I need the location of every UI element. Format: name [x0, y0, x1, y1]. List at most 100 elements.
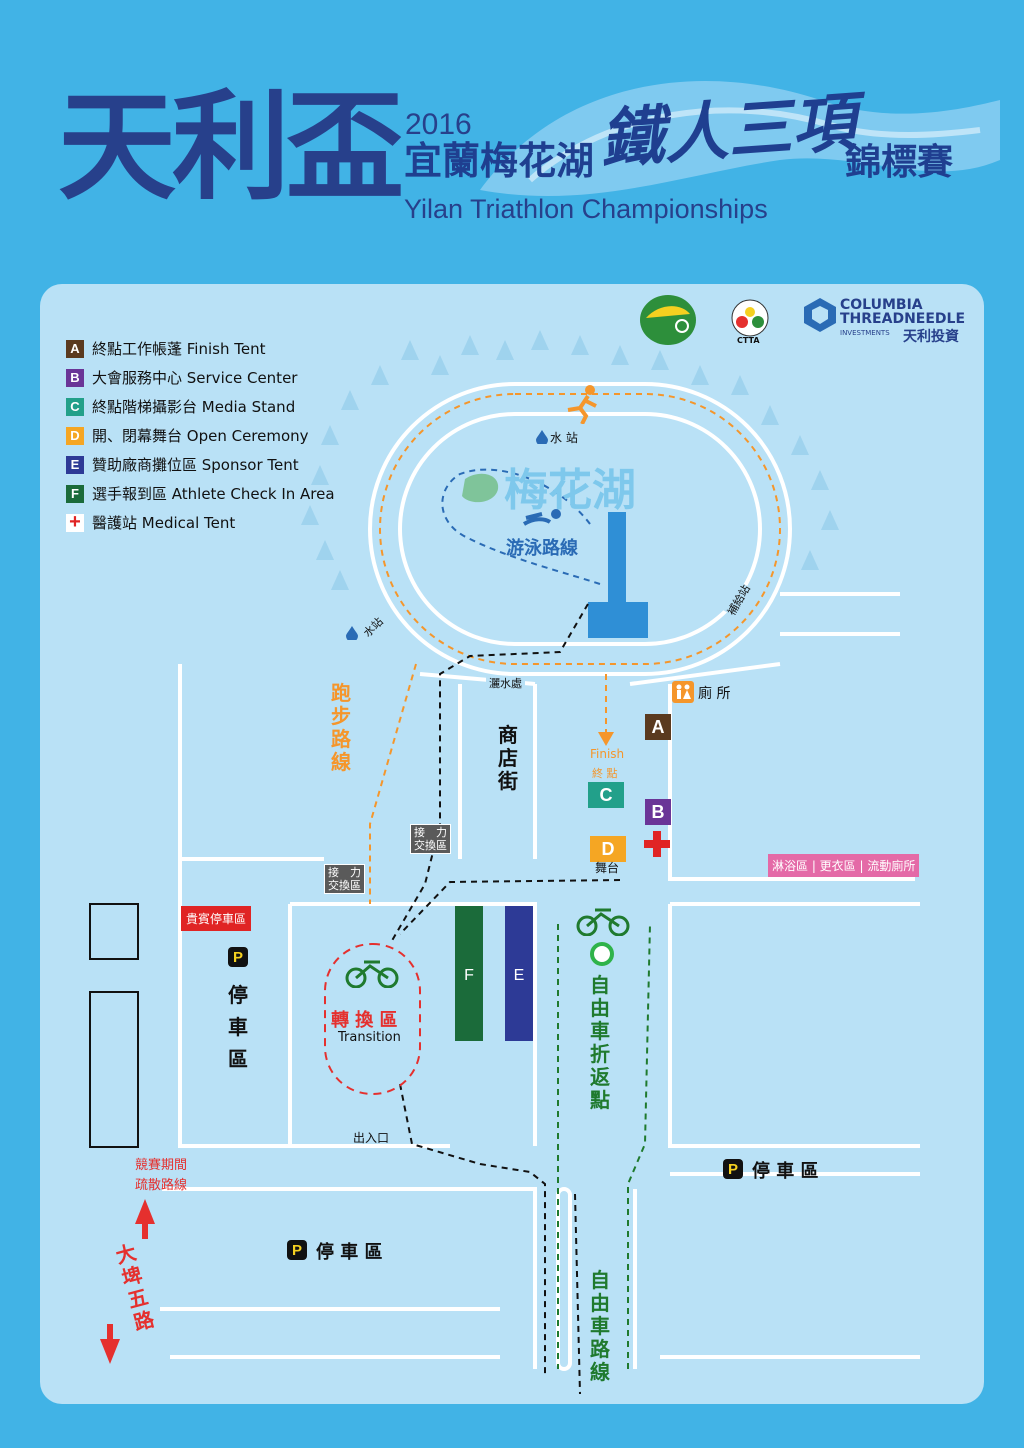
parking-icon-bottom: P	[287, 1240, 307, 1260]
legend-key: C	[66, 397, 84, 416]
entry-exit-label: 出入口	[353, 1131, 390, 1145]
evac-arrow-up	[135, 1199, 155, 1239]
tree-icon	[791, 435, 809, 455]
building-1	[89, 903, 139, 960]
tree-icon	[801, 550, 819, 570]
medical-cross-icon	[644, 831, 670, 857]
legend-label: 開、閉幕舞台 Open Ceremony	[92, 427, 309, 445]
handover-box-1: 接 力 交換區	[410, 824, 451, 854]
wave-graphic	[480, 80, 1000, 197]
vertical-char: 路	[331, 727, 351, 751]
tent-e	[505, 906, 533, 1041]
tree-pattern	[301, 330, 839, 590]
vertical-char: 車	[228, 1015, 248, 1039]
building-2	[89, 991, 139, 1148]
sprinkler-label: 灑水處	[486, 676, 525, 691]
legend-label: 選手報到區 Athlete Check In Area	[92, 485, 335, 503]
tree-icon	[401, 340, 419, 360]
vertical-char: 線	[331, 750, 351, 774]
tree-icon	[571, 335, 589, 355]
vertical-char: 路	[590, 1337, 610, 1361]
ctta-logo-icon	[731, 299, 769, 337]
columbia-name-zh: 天利投資	[903, 329, 959, 345]
vertical-char: 跑	[331, 681, 351, 705]
shower-label: 淋浴區 | 更衣區 | 流動廁所	[768, 854, 920, 877]
vertical-char: 車	[590, 1019, 610, 1043]
tree-icon	[331, 570, 349, 590]
tree-icon	[321, 425, 339, 445]
swim-route-label: 游泳路線	[506, 538, 578, 559]
vertical-char: 區	[228, 1047, 248, 1071]
bike-turn-point	[590, 942, 614, 966]
swim-route-line	[441, 468, 601, 585]
lake-road-outer	[368, 382, 792, 676]
lake-island	[462, 473, 499, 503]
parking-left-label: 停車區	[223, 979, 253, 1075]
tree-icon	[531, 330, 549, 350]
stage-label: 舞台	[595, 861, 620, 875]
legend-key: B	[66, 368, 84, 387]
vertical-char: 車	[590, 1314, 610, 1338]
tent-e-label: E	[514, 967, 525, 984]
header: 天利盃 2016 宜蘭梅花湖 鐵人三項 錦標賽 Yilan Triathlon …	[0, 0, 1024, 280]
swimmer-icon	[522, 509, 561, 526]
parking-right-label: 停 車 區	[752, 1161, 819, 1182]
yilan-logo-icon	[640, 295, 696, 345]
run-route-label: 跑步路線	[326, 682, 356, 774]
road-network	[160, 382, 920, 1371]
vertical-char: 線	[590, 1360, 610, 1384]
swim-platform	[588, 602, 648, 638]
english-title: Yilan Triathlon Championships	[404, 194, 768, 224]
tent-f-label: F	[464, 967, 474, 984]
event-title: 鐵人三項	[597, 85, 859, 178]
tree-icon	[316, 540, 334, 560]
transition-en: Transition	[338, 1030, 401, 1045]
vertical-char: 點	[590, 1088, 610, 1112]
vertical-char: 店	[498, 746, 518, 770]
vertical-char: 商	[498, 723, 518, 747]
vertical-char: 由	[590, 1291, 610, 1315]
vertical-char: 由	[590, 996, 610, 1020]
parking-icon-left: P	[228, 947, 248, 967]
tree-icon	[461, 335, 479, 355]
cyclist-icon-transition	[345, 960, 399, 988]
vip-parking-label: 貴賓停車區	[181, 906, 252, 931]
legend-label: 贊助廠商攤位區 Sponsor Tent	[92, 456, 299, 474]
tree-icon	[431, 355, 449, 375]
tent-f	[455, 906, 483, 1041]
tree-icon	[761, 405, 779, 425]
road-9	[668, 904, 920, 1148]
legend-label: 大會服務中心 Service Center	[92, 369, 298, 387]
finish-arrow	[598, 732, 614, 746]
legend-label: 醫護站 Medical Tent	[92, 514, 236, 532]
road-8	[290, 902, 537, 1146]
road-11	[162, 1187, 537, 1369]
bike-route-label: 自由車路線	[585, 1269, 615, 1384]
transition-zh: 轉 換 區	[331, 1010, 398, 1031]
marker-a: A	[645, 714, 671, 740]
transition-route	[389, 603, 621, 1395]
vertical-char: 自	[590, 1268, 610, 1292]
tree-icon	[821, 510, 839, 530]
water-drop-icon	[536, 430, 548, 444]
tree-icon	[691, 365, 709, 385]
vertical-char: 返	[590, 1065, 610, 1089]
road-1	[178, 664, 450, 1148]
run-route-leg	[369, 663, 417, 904]
legend-item: B 大會服務中心 Service Center	[66, 363, 335, 392]
tree-icon	[496, 340, 514, 360]
parking-bottom-label: 停 車 區	[316, 1242, 383, 1263]
run-route-loop	[379, 393, 781, 665]
road-5	[668, 684, 915, 881]
finish-en: Finish	[590, 747, 625, 761]
vertical-char: 停	[228, 983, 248, 1007]
ctta-label: CTTA	[737, 336, 760, 345]
cyclist-icon-turn	[576, 908, 630, 936]
legend-label: 終點工作帳蓬 Finish Tent	[92, 340, 266, 358]
toilet-icon	[672, 681, 694, 703]
